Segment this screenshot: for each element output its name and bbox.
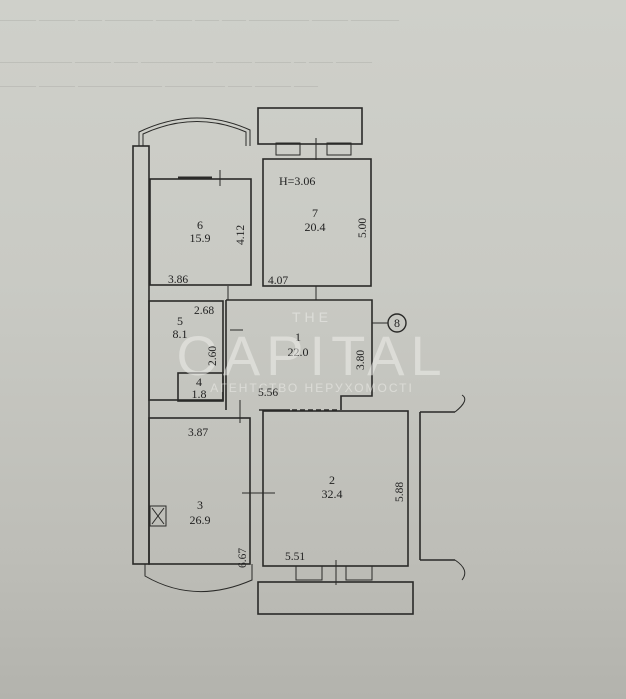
window-room7-right	[326, 142, 352, 156]
room-2-number: 2	[329, 473, 335, 487]
window-room7-left	[275, 142, 301, 156]
room-4	[177, 372, 224, 402]
stove-icon	[149, 505, 167, 527]
room-2-area: 32.4	[322, 487, 343, 501]
riser-marker-label: 8	[394, 316, 400, 330]
room-3-length: 6.67	[237, 548, 249, 568]
room-3-width: 3.87	[188, 427, 208, 439]
top-balcony	[257, 107, 363, 145]
bay-window-bottom	[144, 564, 253, 593]
room-5-area: 8.1	[173, 327, 188, 341]
bleed-through-text-line: ——— ——— ——————— ————— —— ——— ——	[0, 78, 318, 92]
watermark-subtitle: АГЕНТСТВО НЕРУХОМОСТІ	[210, 381, 414, 395]
room-6-area: 15.9	[190, 231, 211, 245]
room-1-area: 22.0	[288, 345, 309, 359]
room-1-width: 5.56	[258, 387, 278, 399]
break-line	[454, 394, 466, 581]
room-6-width: 3.86	[168, 274, 188, 286]
room-5-width: 2.68	[194, 305, 214, 317]
room-6-number: 6	[197, 218, 203, 232]
room-3-area: 26.9	[190, 513, 211, 527]
room-7-length: 5.00	[357, 218, 369, 238]
stove-icon-cross	[151, 507, 165, 525]
bleed-through-text-line: —————— ——— —— —————— ——— ——— — —— ———	[0, 54, 372, 68]
window-room2-right	[345, 565, 373, 581]
bay-window-top	[138, 117, 251, 146]
left-outer-wall	[132, 145, 150, 565]
window-room2-left	[295, 565, 323, 581]
room-7	[262, 158, 372, 287]
bay-window-top-inner	[142, 121, 247, 146]
bottom-balcony	[257, 581, 414, 615]
room-7-number: 7	[312, 206, 318, 220]
room-5	[148, 300, 224, 401]
room-3	[148, 417, 251, 565]
watermark-logo: CAPITAL	[176, 324, 447, 387]
room-4-number: 4	[196, 375, 202, 389]
room-3-number: 3	[197, 498, 203, 512]
room-7-width: 4.07	[268, 275, 288, 287]
room-2-width: 5.51	[285, 551, 305, 563]
watermark-top: THE	[292, 309, 332, 325]
ceiling-height: H=3.06	[279, 174, 315, 188]
room-1	[225, 299, 373, 411]
riser-marker	[387, 313, 407, 333]
room-6-length: 4.12	[235, 225, 247, 245]
room-4-area: 1.8	[192, 387, 207, 401]
corridor-wall	[419, 411, 455, 561]
room-2-length: 5.88	[394, 482, 406, 502]
room-5-length: 2.60	[207, 346, 219, 366]
room-7-area: 20.4	[305, 220, 326, 234]
room-1-length: 3.80	[355, 350, 367, 370]
bleed-through-text-line: ——— ——— —— ———— ——— —— —— ————— ——— ————	[0, 12, 399, 26]
room-1-number: 1	[295, 330, 301, 344]
room-5-number: 5	[177, 314, 183, 328]
